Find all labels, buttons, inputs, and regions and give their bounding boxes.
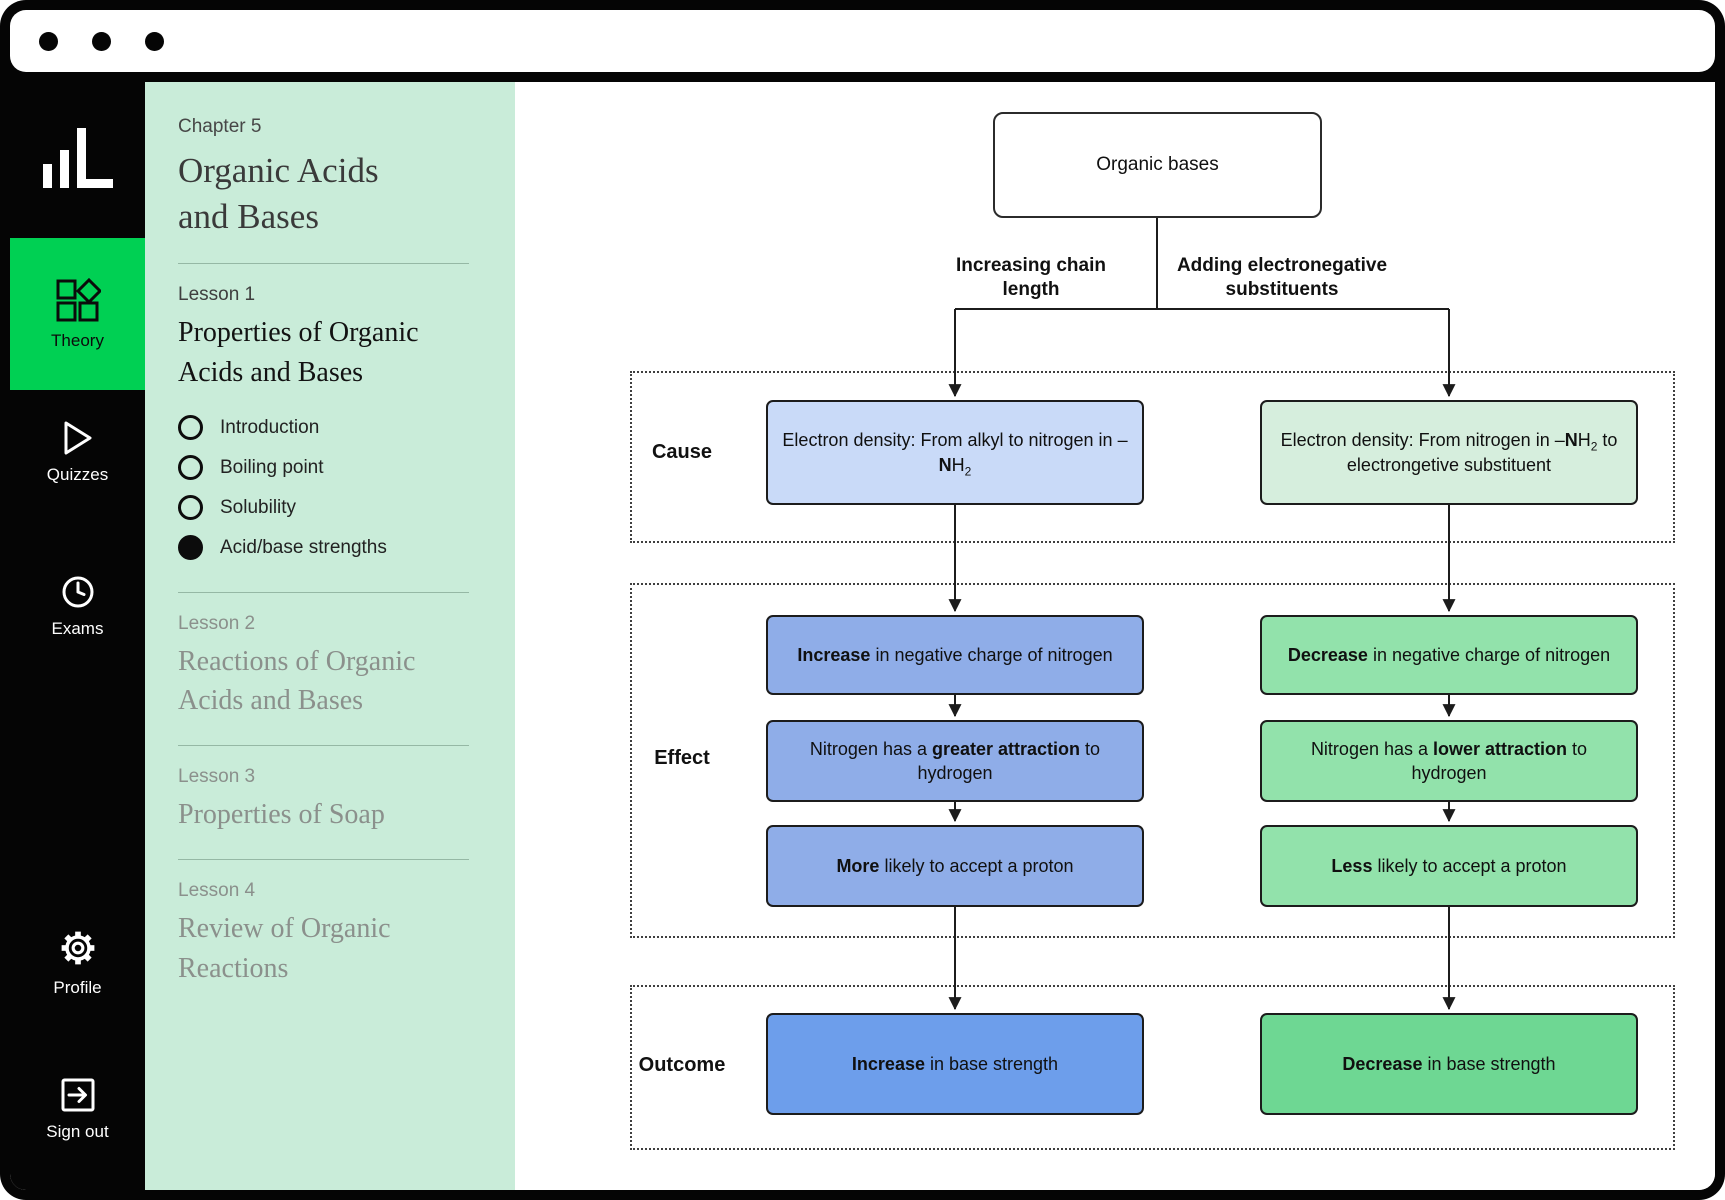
sidebar-item-label: Exams: [51, 619, 104, 638]
outcome-row-container: [630, 985, 1675, 1150]
effect-node-2-adding-electronegative-substituents-text: Nitrogen has a lower attraction to hydro…: [1310, 738, 1588, 783]
window-control-dot[interactable]: [39, 31, 58, 51]
radio-unselected-icon: [178, 455, 203, 480]
section-divider: [178, 263, 469, 264]
lesson-sidebar: Chapter 5 Organic Acids and Bases Lesson…: [145, 82, 515, 1190]
play-icon: [62, 420, 94, 456]
effect-node-1-adding-electronegative-substituents-text: Decrease in negative charge of nitrogen: [1287, 644, 1611, 665]
branch-label-adding-electronegative-substituents: Adding electronegative substituents: [1176, 255, 1388, 300]
topic-label: Solubility: [220, 496, 297, 518]
window-control-dot[interactable]: [145, 31, 164, 51]
effect-row-label: Effect: [654, 747, 710, 769]
cause-node-adding-electronegative-substituents: Electron density: From nitrogen in –NH2 …: [1260, 400, 1638, 505]
effect-node-1-increasing-chain-length: Increase in negative charge of nitrogen: [766, 615, 1144, 695]
lesson-entry-2: Lesson 2 Reactions of Organic Acids and B…: [178, 613, 469, 722]
sidebar-item-label: Quizzes: [46, 465, 109, 484]
lesson-label: Lesson 1: [178, 284, 256, 305]
topic-label: Boiling point: [220, 456, 324, 478]
sidebar-item-label: Theory: [51, 330, 104, 350]
topic-label: Introduction: [220, 416, 320, 438]
effect-node-3-adding-electronegative-substituents: Less likely to accept a proton: [1260, 825, 1638, 907]
root-node-organic-bases: Organic bases: [993, 112, 1322, 218]
lesson-title[interactable]: Properties of Soap: [178, 799, 385, 830]
section-divider: [178, 745, 469, 746]
lesson-title[interactable]: Review of Organic Reactions: [178, 912, 391, 984]
window-control-dot[interactable]: [92, 31, 111, 51]
effect-node-1-increasing-chain-length-text: Increase in negative charge of nitrogen: [797, 644, 1113, 665]
sidebar-item-theory[interactable]: Theory: [10, 238, 145, 390]
sidebar-item-label: Sign out: [46, 1122, 109, 1141]
radio-unselected-icon: [178, 495, 203, 520]
effect-node-3-adding-electronegative-substituents-text: Less likely to accept a proton: [1331, 855, 1567, 876]
effect-row-container: [630, 583, 1675, 938]
root-node-organic-bases-text: Organic bases: [1096, 154, 1219, 176]
lesson-label: Lesson 3: [178, 766, 256, 787]
radio-selected-icon: [178, 535, 203, 560]
section-divider: [178, 858, 469, 860]
sidebar-item-profile[interactable]: Profile: [10, 927, 145, 998]
sign-out-icon: [60, 1077, 96, 1113]
flowchart-connectors: [948, 218, 1456, 1011]
topic-item-introduction[interactable]: Introduction: [178, 408, 469, 448]
topic-item-acid-base-strengths[interactable]: Acid/base strengths: [178, 528, 469, 568]
effect-node-2-increasing-chain-length: Nitrogen has a greater attraction to hyd…: [766, 720, 1144, 802]
effect-node-2-adding-electronegative-substituents: Nitrogen has a lower attraction to hydro…: [1260, 720, 1638, 802]
sidebar-item-label: Profile: [53, 978, 102, 997]
lesson-title[interactable]: Properties of Organic Acids and Bases: [178, 317, 419, 388]
effect-node-1-adding-electronegative-substituents: Decrease in negative charge of nitrogen: [1260, 615, 1638, 695]
chapter-title: Organic Acids and Bases: [178, 151, 379, 236]
outcome-node-increasing-chain-length: Increase in base strength: [766, 1013, 1144, 1115]
branch-label-increasing-chain-length: Increasing chain length: [956, 255, 1106, 300]
outcome-node-adding-electronegative-substituents: Decrease in base strength: [1260, 1013, 1638, 1115]
cause-node-adding-electronegative-substituents-text: Electron density: From nitrogen in –NH2 …: [1280, 430, 1618, 475]
lesson-title[interactable]: Reactions of Organic Acids and Bases: [178, 645, 416, 717]
lesson-entry-1: Lesson 1 Properties of Organic Acids and …: [178, 284, 469, 568]
topic-item-solubility[interactable]: Solubility: [178, 488, 469, 528]
section-divider: [178, 591, 469, 593]
radio-unselected-icon: [178, 415, 203, 440]
cause-node-increasing-chain-length-text: Electron density: From alkyl to nitrogen…: [782, 430, 1128, 479]
sidebar-item-sign-out[interactable]: Sign out: [10, 1077, 145, 1142]
lesson-label: Lesson 4: [178, 879, 256, 901]
clock-icon: [60, 574, 96, 610]
chapter-label: Chapter 5: [178, 116, 262, 137]
topic-item-boiling-point[interactable]: Boiling point: [178, 448, 469, 488]
effect-node-3-increasing-chain-length: More likely to accept a proton: [766, 825, 1144, 907]
cause-row-container: [630, 371, 1675, 543]
cause-row-label: Cause: [651, 441, 713, 463]
lesson-entry-4: Lesson 4 Review of Organic Reactions: [178, 880, 469, 989]
sidebar-item-exams[interactable]: Exams: [10, 574, 145, 639]
topic-label: Acid/base strengths: [220, 536, 387, 558]
outcome-node-increasing-chain-length-text: Increase in base strength: [851, 1053, 1059, 1074]
outcome-node-adding-electronegative-substituents-text: Decrease in base strength: [1342, 1053, 1556, 1074]
effect-node-2-increasing-chain-length-text: Nitrogen has a greater attraction to hyd…: [809, 738, 1101, 783]
gear-icon: [57, 927, 99, 969]
bar-chart-logo-icon: [10, 128, 145, 188]
lesson-entry-3: Lesson 3 Properties of Soap: [178, 766, 469, 835]
effect-node-3-increasing-chain-length-text: More likely to accept a proton: [836, 855, 1074, 876]
theory-blocks-icon: [55, 277, 101, 324]
outcome-row-label: Outcome: [638, 1054, 726, 1076]
cause-node-increasing-chain-length: Electron density: From alkyl to nitrogen…: [766, 400, 1144, 505]
sidebar-item-quizzes[interactable]: Quizzes: [10, 420, 145, 485]
window-titlebar: [10, 10, 1715, 72]
lesson-label: Lesson 2: [178, 612, 256, 634]
